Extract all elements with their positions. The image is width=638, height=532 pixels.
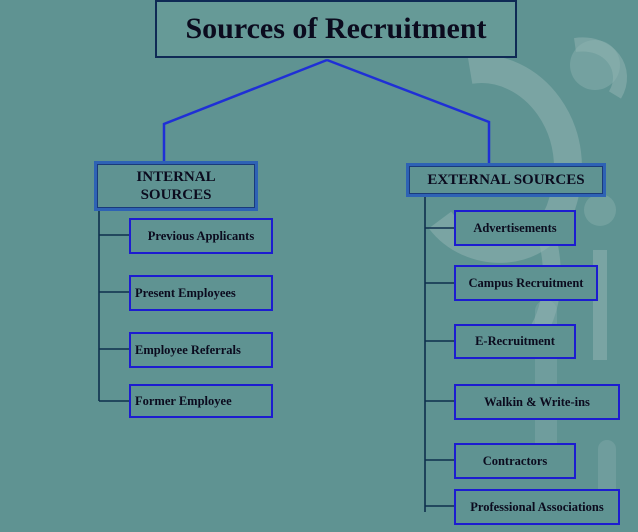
external-item-advertisements: Advertisements [454,210,576,246]
internal-sources-heading: INTERNAL SOURCES [136,169,216,203]
internal-tree-lines [98,211,129,402]
diagram-title: Sources of Recruitment [155,0,517,58]
external-item-e-recruitment: E-Recruitment [454,324,576,359]
internal-item-previous-applicants: Previous Applicants [129,218,273,254]
external-tree-lines [424,197,454,512]
connector-title-internal [162,58,328,161]
connector-title-external [326,58,491,163]
internal-item-employee-referrals: Employee Referrals [129,332,273,368]
external-sources-box: EXTERNAL SOURCES [406,163,606,197]
external-item-walkin-write-ins: Walkin & Write-ins [454,384,620,420]
external-item-professional-associations: Professional Associations [454,489,620,525]
internal-sources-box: INTERNAL SOURCES [94,161,258,211]
internal-item-present-employees: Present Employees [129,275,273,311]
external-item-contractors: Contractors [454,443,576,479]
external-item-campus-recruitment: Campus Recruitment [454,265,598,301]
internal-item-former-employee: Former Employee [129,384,273,418]
